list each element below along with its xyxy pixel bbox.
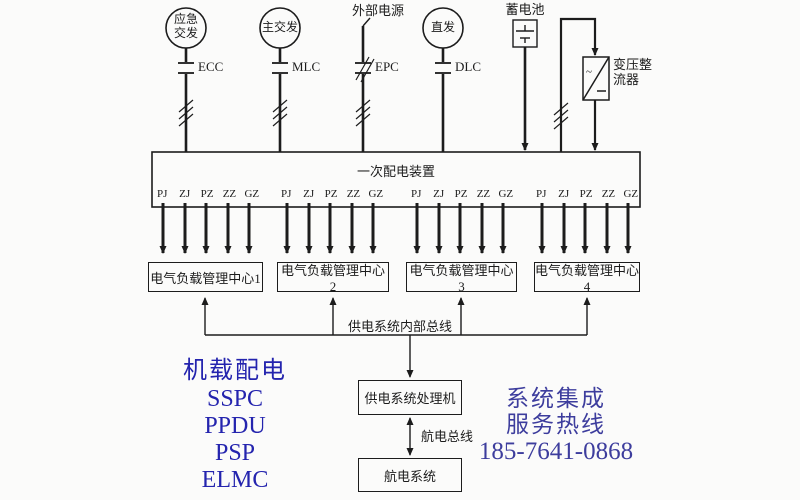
watermark-left: 机载配电 SSPC PPDU PSP ELMC [166, 350, 304, 493]
watermark-right: 系统集成 服务热线 185-7641-0868 [468, 386, 644, 465]
power-system-processor-box: 供电系统处理机 [358, 380, 462, 415]
avionics-bus-label: 航电总线 [421, 429, 474, 444]
port-label: GZ [623, 188, 639, 200]
port-label: PZ [579, 188, 593, 200]
load-center-2-box: 电气负载管理中心2 [277, 262, 389, 294]
port-label: GZ [368, 188, 384, 200]
epc-contactor-icon [355, 62, 371, 74]
watermark-right-phone: 185-7641-0868 [478, 438, 634, 465]
watermark-right-line1: 系统集成 [506, 386, 606, 411]
ecc-contactor-icon [178, 62, 194, 74]
tr-branch-multiwire-slash-icon [553, 102, 569, 130]
load-center-4-box: 电气负载管理中心4 [534, 262, 640, 294]
watermark-left-item: ELMC [201, 467, 269, 493]
watermark-left-item: PSP [214, 440, 256, 466]
mlc-multiwire-slash-icon [272, 99, 288, 127]
battery-label: 蓄电池 [505, 2, 545, 17]
port-label: GZ [244, 188, 260, 200]
tr-branch-line [559, 17, 599, 152]
direct-generator-label: 直发 [430, 20, 455, 34]
port-labels-group-1: PJ ZJ PZ ZZ GZ [151, 188, 263, 200]
epc-contactor-label: EPC [375, 59, 399, 74]
transformer-rectifier-label: 变压整 流器 [613, 57, 653, 87]
watermark-left-item: PPDU [204, 413, 266, 439]
avionics-system-box: 航电系统 [358, 458, 462, 492]
watermark-left-item: SSPC [206, 386, 264, 412]
port-label: ZZ [601, 188, 616, 200]
port-label: ZJ [303, 188, 315, 200]
port-label: PJ [157, 188, 168, 200]
battery-icon [512, 19, 538, 48]
load-center-3-box: 电气负载管理中心3 [406, 262, 517, 294]
ecc-contactor-label: ECC [198, 59, 224, 74]
dlc-contactor-icon [435, 62, 451, 74]
watermark-left-title: 机载配电 [183, 358, 287, 384]
dlc-contactor-label: DLC [455, 59, 481, 74]
output-feeder-lines [159, 203, 632, 254]
port-label: ZZ [222, 188, 237, 200]
mlc-contactor-label: MLC [292, 59, 321, 74]
epc-multiwire-slash-icon [355, 99, 371, 127]
emergency-generator-label: 应急 交发 [173, 12, 198, 40]
port-label: PZ [454, 188, 468, 200]
epc-contactor-slash-icon [355, 56, 375, 83]
port-label: PJ [536, 188, 547, 200]
mlc-contactor-icon [272, 62, 288, 74]
transformer-rectifier-icon [582, 56, 610, 101]
tr-ac-symbol: ~ [586, 66, 592, 78]
port-label: ZZ [476, 188, 491, 200]
watermark-right-line2: 服务热线 [506, 412, 606, 437]
port-label: PZ [200, 188, 214, 200]
load-center-1-box: 电气负载管理中心1 [148, 262, 263, 292]
external-power-label: 外部电源 [351, 3, 404, 18]
port-labels-group-2: PJ ZJ PZ ZZ GZ [275, 188, 387, 200]
port-label: ZZ [346, 188, 361, 200]
port-label: ZJ [558, 188, 570, 200]
primary-box-outline [151, 151, 641, 208]
port-label: ZJ [179, 188, 191, 200]
internal-bus-lines [201, 297, 591, 378]
primary-box-title: 一次配电装置 [356, 164, 435, 179]
port-label: PJ [411, 188, 422, 200]
port-label: PJ [281, 188, 292, 200]
internal-bus-label: 供电系统内部总线 [347, 319, 452, 334]
port-label: GZ [498, 188, 514, 200]
port-labels-group-3: PJ ZJ PZ ZZ GZ [405, 188, 517, 200]
port-labels-group-4: PJ ZJ PZ ZZ GZ [530, 188, 642, 200]
epc-feeder-line [361, 17, 371, 152]
port-label: ZJ [433, 188, 445, 200]
main-generator-label: 主交发 [261, 20, 298, 34]
port-label: PZ [324, 188, 338, 200]
ecc-multiwire-slash-icon [178, 99, 194, 127]
